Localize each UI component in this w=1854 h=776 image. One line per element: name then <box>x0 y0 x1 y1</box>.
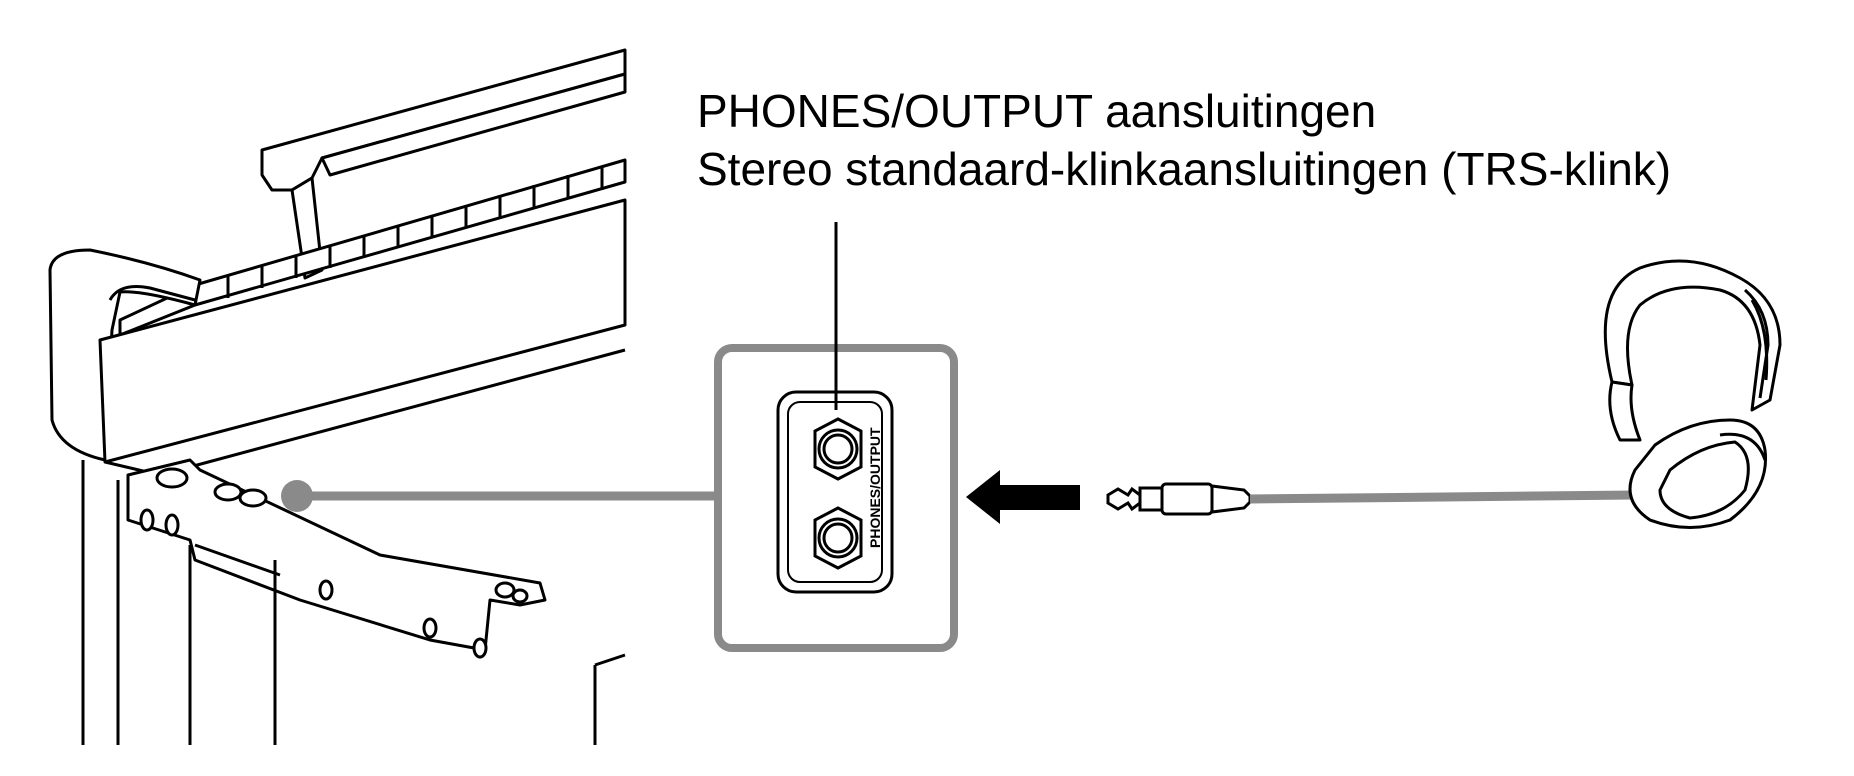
piano-front-rail <box>98 198 627 464</box>
headphone-plug <box>1106 482 1252 516</box>
piano-cheek <box>48 248 202 462</box>
panel-label: PHONES/OUTPUT <box>867 427 883 548</box>
headphones-icon <box>1603 259 1782 529</box>
phones-jack-1 <box>813 417 863 481</box>
caption-line-1: PHONES/OUTPUT aansluitingen <box>697 85 1377 137</box>
piano-body-lines <box>81 460 626 745</box>
callout-connector <box>281 480 718 512</box>
phones-jack-2 <box>813 506 863 570</box>
piano-top-rail <box>260 48 627 192</box>
jack-panel-zoom: PHONES/OUTPUT <box>714 344 958 652</box>
jack-location-dot <box>281 480 313 512</box>
caption-line-2: Stereo standaard-klinkaansluitingen (TRS… <box>697 143 1672 195</box>
insert-arrow <box>966 470 1080 524</box>
piano-rail-inner <box>320 72 627 177</box>
headphone-cable <box>1249 490 1636 504</box>
piano-illustration <box>48 48 627 745</box>
